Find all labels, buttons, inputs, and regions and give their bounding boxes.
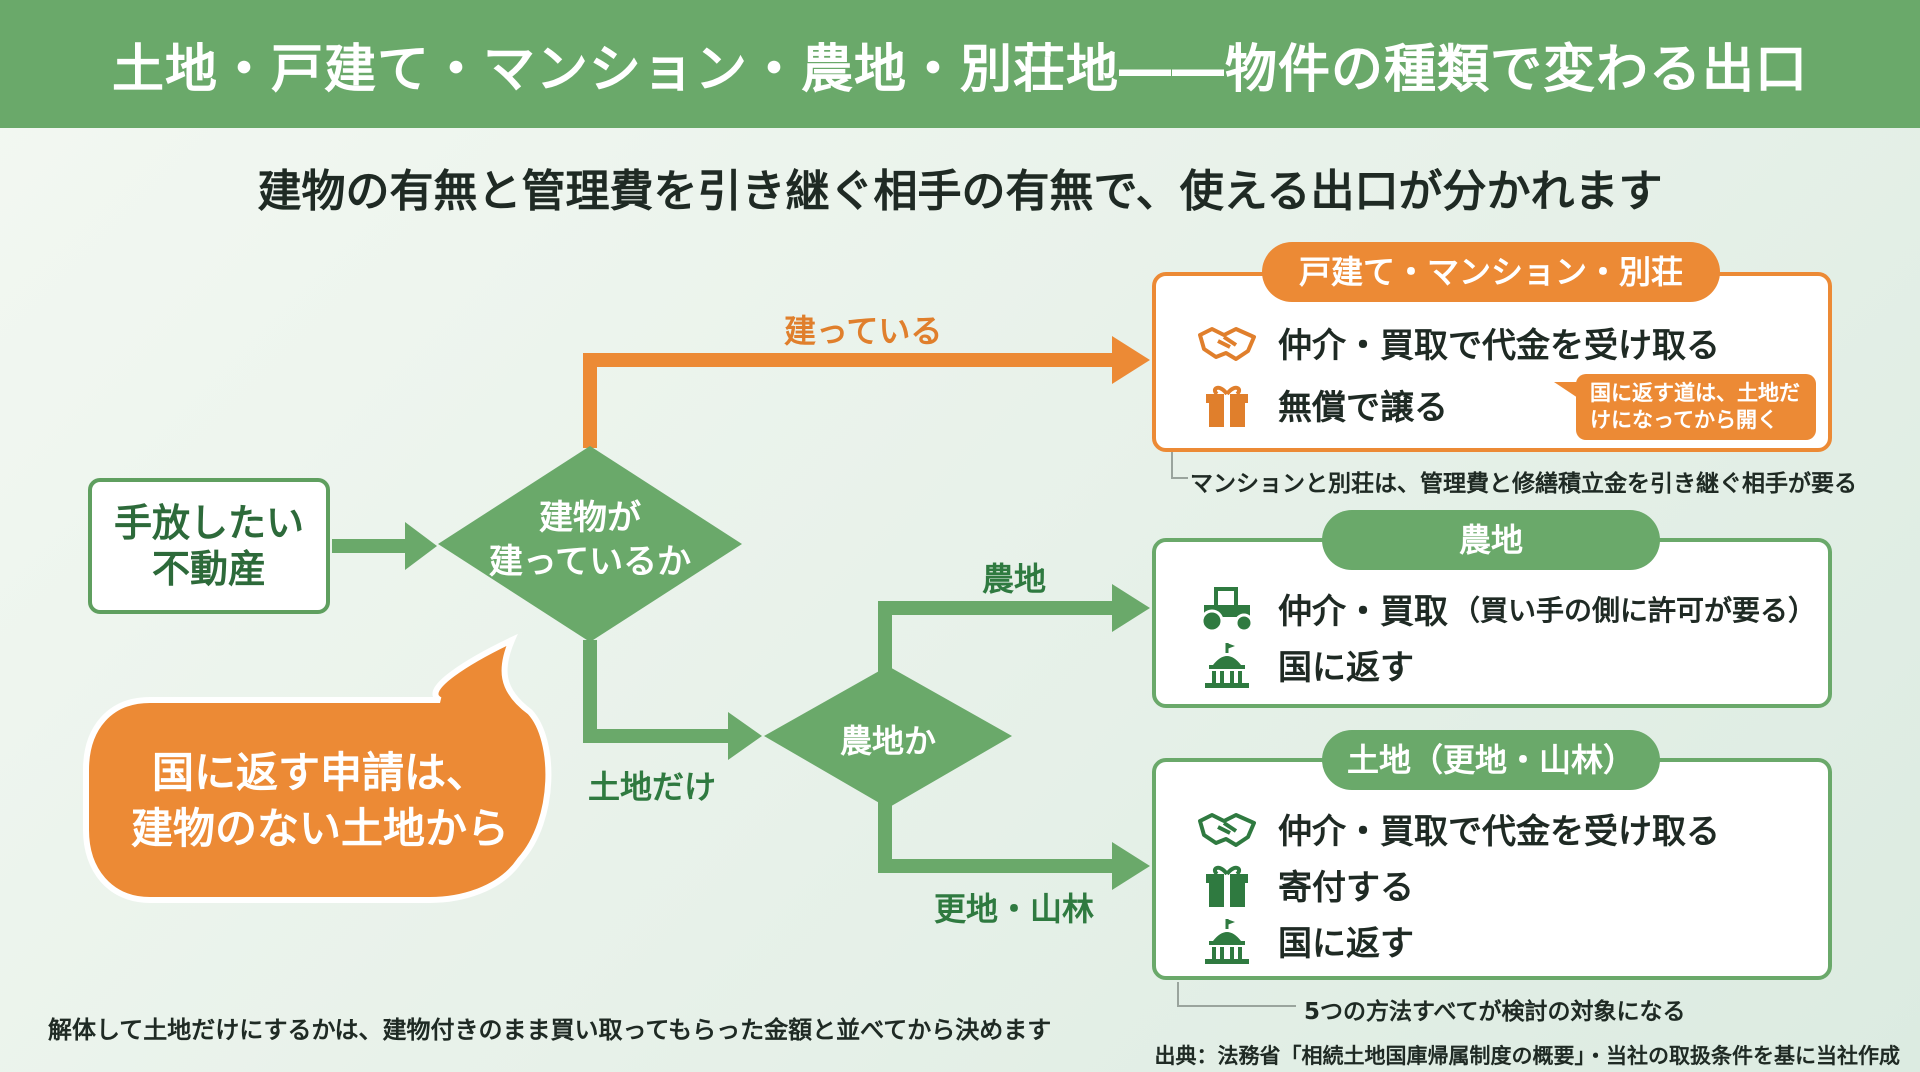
outcome-buildings-note-line1: 国に返す道は、土地だ: [1590, 381, 1800, 405]
header-bar: 土地・戸建て・マンション・農地・別荘地――物件の種類で変わる出口: [0, 0, 1920, 128]
outcome-farmland-text-sell: 仲介・買取: [1278, 592, 1448, 632]
speech-bubble-shape: [83, 633, 552, 903]
outcome-buildings-note: 国に返す道は、土地だ けになってから開く: [1554, 374, 1816, 440]
note-tail: [1554, 382, 1584, 402]
arrow-head: [1112, 336, 1150, 384]
outcome-buildings-caption: マンションと別荘は、管理費と修繕積立金を引き継ぐ相手が要る: [1190, 471, 1857, 497]
page-subtitle: 建物の有無と管理費を引き継ぐ相手の有無で、使える出口が分かれます: [257, 166, 1663, 217]
start-label-line1: 手放したい: [113, 501, 304, 545]
government-building-icon: [1196, 917, 1258, 965]
decision-building-label: 建物が 建っているか: [470, 496, 710, 584]
arrow-head: [1112, 584, 1150, 632]
outcome-land-row-donate: 寄付する: [1196, 860, 1414, 909]
outcome-land-title: 土地（更地・山林）: [1322, 730, 1660, 790]
footer-note: 解体して土地だけにするかは、建物付きのまま買い取ってもらった金額と並べてから決め…: [48, 1016, 1052, 1044]
branch-label-land-only: 土地だけ: [588, 768, 717, 806]
gift-icon: [1196, 861, 1258, 909]
outcome-farmland-title: 農地: [1322, 510, 1660, 570]
outcome-land-row-sell: 仲介・買取で代金を受け取る: [1196, 804, 1720, 853]
outcome-farmland-note-sell: （買い手の側に許可が要る）: [1452, 593, 1817, 627]
outcome-buildings-title: 戸建て・マンション・別荘: [1262, 242, 1720, 302]
page-title: 土地・戸建て・マンション・農地・別荘地――物件の種類で変わる出口: [111, 39, 1808, 100]
decision-diamond-building: [438, 446, 742, 642]
speech-line1: 国に返す申請は、: [151, 748, 488, 797]
branch-label-built: 建っている: [784, 312, 943, 350]
branch-label-farmland: 農地: [982, 560, 1047, 598]
outcome-land-text-donate: 寄付する: [1278, 868, 1414, 908]
footer-source: 出典：法務省「相続土地国庫帰属制度の概要」・当社の取扱条件を基に当社作成: [1154, 1044, 1901, 1068]
start-box: 手放したい 不動産: [88, 478, 330, 614]
outcome-farmland-row-return: 国に返す: [1196, 640, 1414, 689]
outcome-buildings-row-sell: 仲介・買取で代金を受け取る: [1196, 318, 1720, 367]
arrow-land-only-branch: [583, 640, 735, 743]
outcome-buildings-row-gift: 無償で譲る: [1196, 380, 1448, 429]
tractor-icon: [1196, 585, 1258, 633]
outcome-land-caption: 5つの方法すべてが検討の対象になる: [1304, 999, 1686, 1025]
speech-line2: 建物のない土地から: [130, 804, 509, 853]
outcome-land-text-return: 国に返す: [1278, 924, 1414, 964]
speech-bubble: 国に返す申請は、 建物のない土地から: [100, 745, 540, 857]
outcome-buildings-text-gift: 無償で譲る: [1278, 388, 1448, 428]
decision-farmland-label: 農地か: [839, 722, 936, 760]
decision-building-line2: 建っているか: [488, 542, 692, 582]
outcome-buildings-text-sell: 仲介・買取で代金を受け取る: [1278, 326, 1720, 366]
branch-label-vacant: 更地・山林: [934, 890, 1095, 928]
start-label-line2: 不動産: [151, 547, 266, 591]
arrow-head: [1112, 842, 1150, 890]
government-building-icon: [1196, 641, 1258, 689]
gift-icon: [1196, 381, 1258, 429]
outcome-land-text-sell: 仲介・買取で代金を受け取る: [1278, 812, 1720, 852]
arrow-built-branch: [583, 353, 1120, 448]
outcome-farmland-row-sell: 仲介・買取 （買い手の側に許可が要る）: [1196, 584, 1816, 633]
decision-building-line1: 建物が: [539, 498, 641, 538]
arrow-head: [728, 712, 762, 760]
handshake-icon: [1196, 805, 1258, 853]
arrow-head: [405, 522, 437, 570]
outcome-farmland-text-return: 国に返す: [1278, 648, 1414, 688]
outcome-buildings-note-line2: けになってから開く: [1590, 408, 1778, 432]
decision-diamond-farmland: [764, 666, 1012, 808]
caption-bracket-buildings: [1171, 452, 1188, 479]
arrow-vacant-branch: [878, 800, 1120, 873]
caption-bracket-land: [1177, 982, 1296, 1007]
outcome-land-box: [1152, 758, 1832, 980]
handshake-icon: [1196, 319, 1258, 367]
arrow-farmland-branch: [878, 601, 1120, 672]
outcome-land-row-return: 国に返す: [1196, 916, 1414, 965]
